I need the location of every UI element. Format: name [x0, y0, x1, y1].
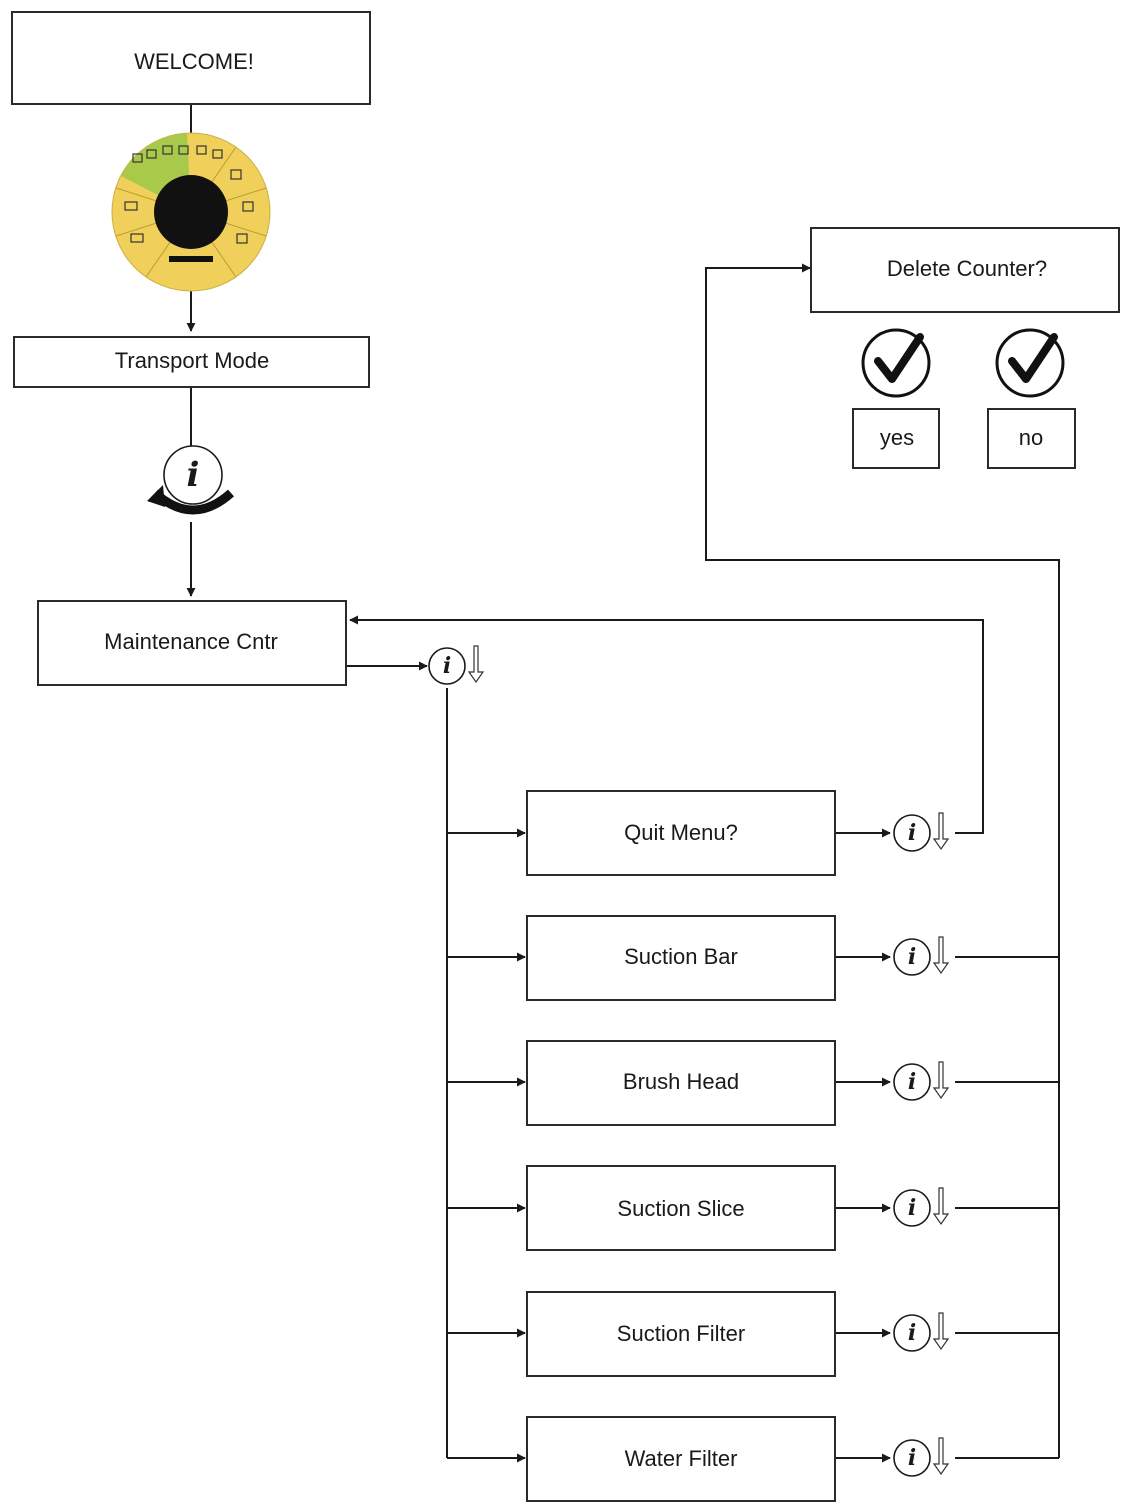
- no-option: no: [987, 328, 1076, 469]
- svg-text:i: i: [443, 653, 451, 679]
- delete-counter-box: Delete Counter?: [810, 227, 1120, 313]
- menu-item: Suction Filter: [526, 1291, 836, 1377]
- checkmark-icon: [995, 328, 1065, 398]
- info-knob-press-icon: i: [893, 1187, 950, 1227]
- checkmark-icon: [861, 328, 931, 398]
- menu-item: Brush Head: [526, 1040, 836, 1126]
- menu-item: Water Filter: [526, 1416, 836, 1502]
- welcome-box: WELCOME!: [11, 11, 371, 105]
- menu-item-label: Quit Menu?: [624, 820, 738, 845]
- svg-text:i: i: [908, 1195, 916, 1221]
- menu-item: Suction Bar: [526, 915, 836, 1001]
- info-knob-press-icon: i: [893, 1061, 950, 1101]
- svg-text:i: i: [908, 1445, 916, 1471]
- menu-item-label: Suction Bar: [624, 944, 738, 969]
- info-knob-press-turn-icon: i: [147, 445, 234, 515]
- transport-mode-box: Transport Mode: [13, 336, 370, 388]
- maintenance-cntr-label: Maintenance Cntr: [104, 629, 278, 654]
- no-label: no: [1019, 425, 1043, 450]
- menu-item-label: Water Filter: [625, 1446, 738, 1471]
- info-knob-press-icon: i: [893, 1437, 950, 1477]
- maintenance-cntr-box: Maintenance Cntr: [37, 600, 347, 686]
- svg-text:i: i: [908, 944, 916, 970]
- svg-text:i: i: [908, 1320, 916, 1346]
- menu-item-label: Brush Head: [623, 1069, 739, 1094]
- svg-text:i: i: [908, 1069, 916, 1095]
- program-selector-dial-icon: [111, 132, 271, 292]
- menu-item-label: Suction Filter: [617, 1321, 745, 1346]
- svg-text:i: i: [187, 455, 200, 495]
- svg-text:i: i: [908, 820, 916, 846]
- yes-option: yes: [852, 328, 940, 469]
- menu-item: Suction Slice: [526, 1165, 836, 1251]
- yes-label: yes: [880, 425, 914, 450]
- info-knob-press-icon: i: [893, 1312, 950, 1352]
- menu-item: Quit Menu?: [526, 790, 836, 876]
- transport-mode-label: Transport Mode: [115, 348, 269, 373]
- info-knob-press-icon: i: [893, 812, 950, 852]
- delete-counter-label: Delete Counter?: [887, 256, 1047, 281]
- info-knob-press-icon: i: [428, 645, 485, 685]
- menu-item-label: Suction Slice: [617, 1196, 744, 1221]
- connectors: [186, 104, 1060, 1463]
- welcome-label: WELCOME!: [134, 49, 254, 74]
- info-knob-press-icon: i: [893, 936, 950, 976]
